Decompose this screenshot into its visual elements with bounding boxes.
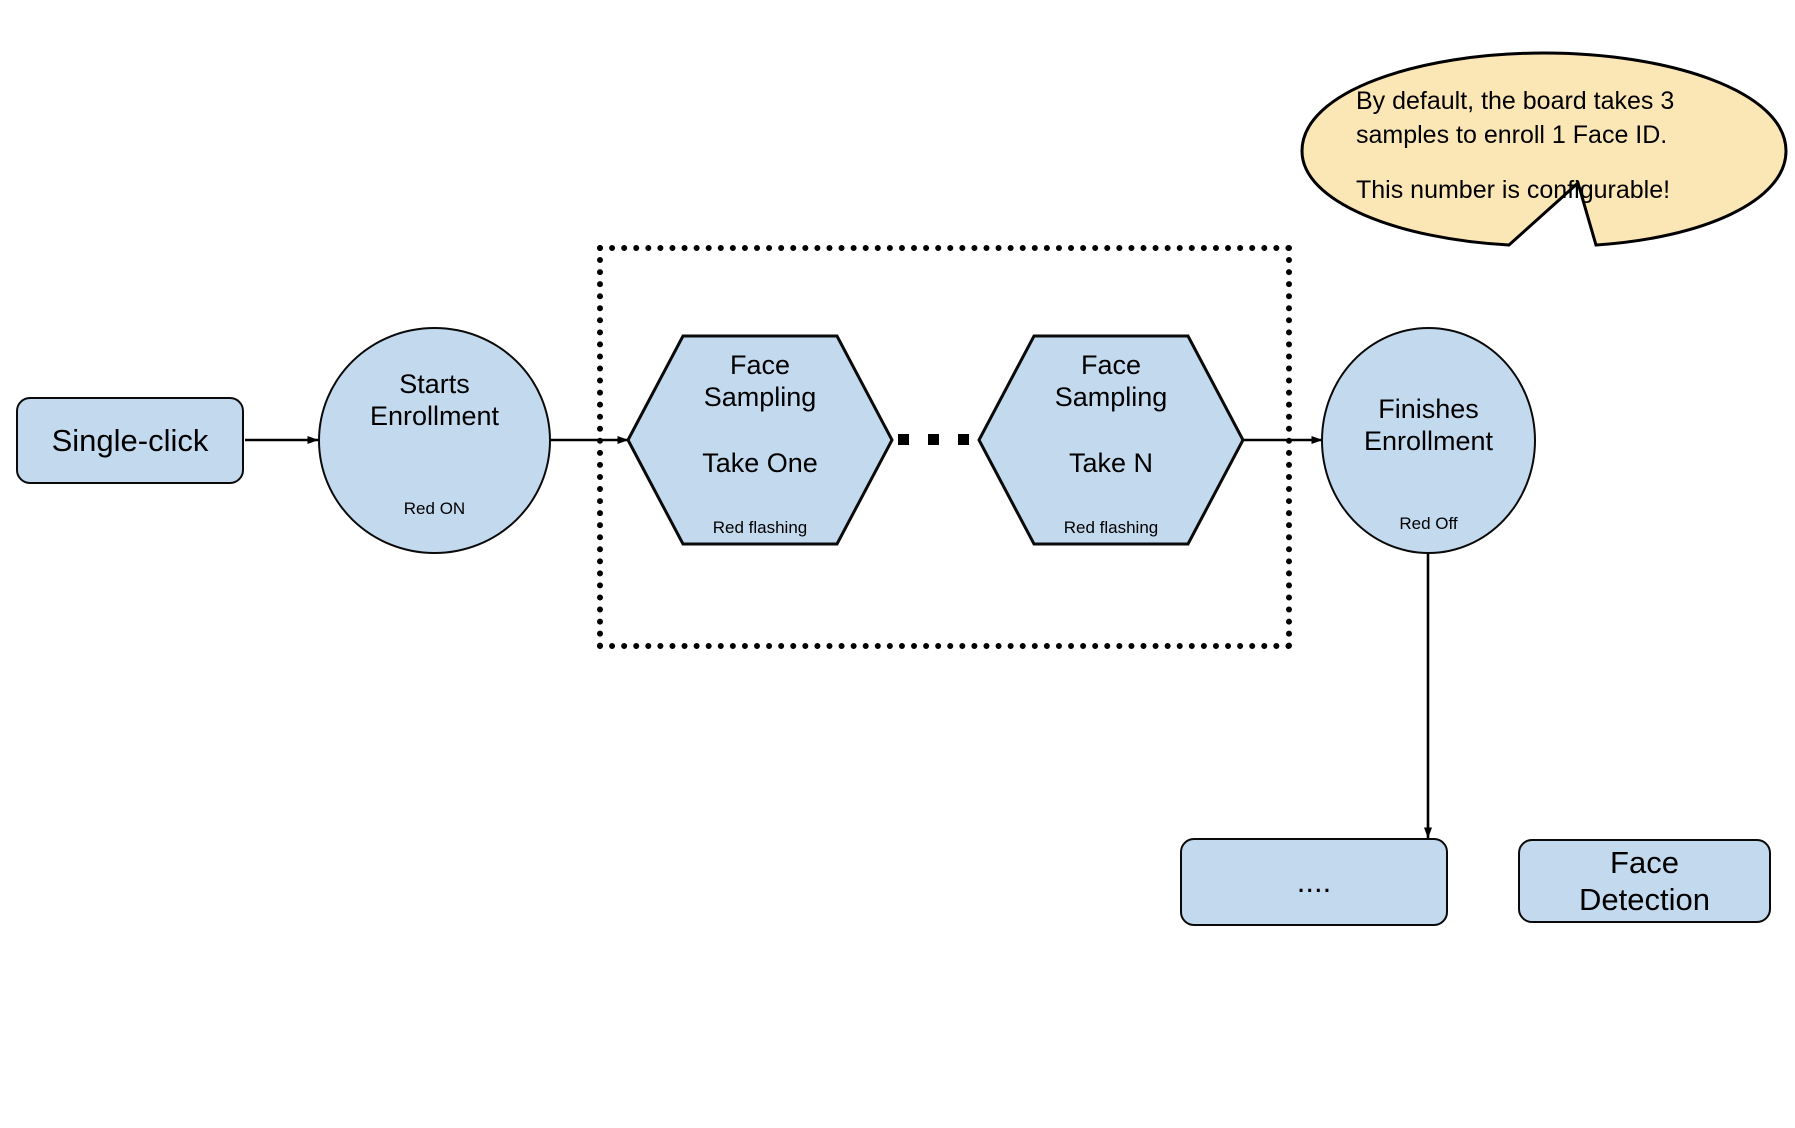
node-finishes-enrollment-status: Red Off (1399, 514, 1458, 533)
node-face-sampling-take-n-take: Take N (1068, 448, 1154, 478)
node-single-click-label: Single-click (51, 422, 209, 458)
node-single-click[interactable]: Single-click (16, 397, 244, 484)
node-finishes-enrollment-label: Finishes Enrollment (1363, 394, 1494, 457)
callout-line-2: samples to enroll 1 Face ID. (1356, 121, 1668, 149)
node-face-detection-label: Face Detection (1579, 844, 1710, 917)
ellipsis-dot (928, 434, 939, 445)
node-continuation-label: .... (1296, 864, 1332, 900)
node-face-sampling-take-n-status: Red flashing (1063, 518, 1159, 537)
node-face-detection[interactable]: Face Detection (1518, 839, 1771, 923)
node-face-sampling-take-one-status: Red flashing (712, 518, 808, 537)
ellipsis-dot (898, 434, 909, 445)
callout-line-3: This number is configurable! (1356, 176, 1671, 204)
node-continuation[interactable]: .... (1180, 838, 1448, 926)
callout-line-1: By default, the board takes 3 (1356, 87, 1675, 115)
node-starts-enrollment[interactable]: Starts Enrollment Red ON (318, 327, 551, 554)
sampling-group-region (597, 245, 1292, 649)
node-face-sampling-take-one-label: Face Sampling (703, 350, 817, 413)
callout-bubble: By default, the board takes 3 samples to… (1278, 49, 1793, 274)
node-finishes-enrollment[interactable]: Finishes Enrollment Red Off (1321, 327, 1536, 554)
node-face-sampling-take-n[interactable]: Face Sampling Take N Red flashing (977, 334, 1245, 546)
ellipsis-dot (958, 434, 969, 445)
node-face-sampling-take-one[interactable]: Face Sampling Take One Red flashing (626, 334, 894, 546)
node-face-sampling-take-one-take: Take One (702, 448, 818, 478)
node-face-sampling-take-n-label: Face Sampling (1054, 350, 1168, 413)
node-starts-enrollment-label: Starts Enrollment (369, 369, 500, 432)
node-starts-enrollment-status: Red ON (403, 499, 466, 518)
